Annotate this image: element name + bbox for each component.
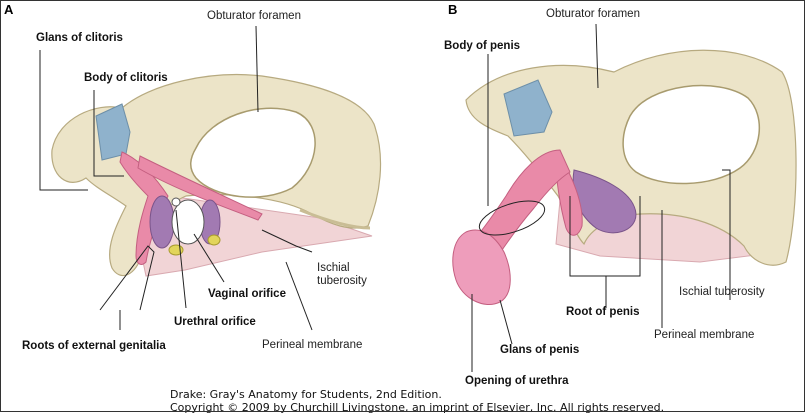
label-root-of-penis: Root of penis [566, 306, 639, 318]
vestibular-bulb-left [150, 196, 174, 248]
credit-line-1: Drake: Gray's Anatomy for Students, 2nd … [170, 388, 442, 401]
label-glans-of-penis: Glans of penis [500, 344, 579, 356]
credit-line-2: Copyright © 2009 by Churchill Livingston… [170, 401, 664, 414]
panel-a-letter: A [4, 2, 13, 17]
label-urethral-orifice: Urethral orifice [174, 316, 256, 328]
label-ischial-tuberosity-a: Ischial tuberosity [317, 262, 367, 288]
vestibular-gland-right [208, 235, 220, 245]
urethral-orifice-shape [172, 198, 180, 206]
label-body-of-penis: Body of penis [444, 40, 520, 52]
label-ischial-tuberosity-b: Ischial tuberosity [679, 286, 765, 298]
label-obturator-foramen-a: Obturator foramen [207, 10, 301, 22]
label-obturator-foramen-b: Obturator foramen [546, 8, 640, 20]
panel-b-artwork [453, 24, 796, 372]
label-glans-of-clitoris: Glans of clitoris [36, 32, 123, 44]
label-opening-of-urethra: Opening of urethra [465, 375, 569, 387]
label-roots-of-external-genitalia: Roots of external genitalia [22, 340, 166, 352]
label-perineal-membrane-a: Perineal membrane [262, 339, 362, 351]
label-perineal-membrane-b: Perineal membrane [654, 329, 754, 341]
label-body-of-clitoris: Body of clitoris [84, 72, 168, 84]
label-vaginal-orifice: Vaginal orifice [208, 288, 286, 300]
panel-b-letter: B [448, 2, 457, 17]
